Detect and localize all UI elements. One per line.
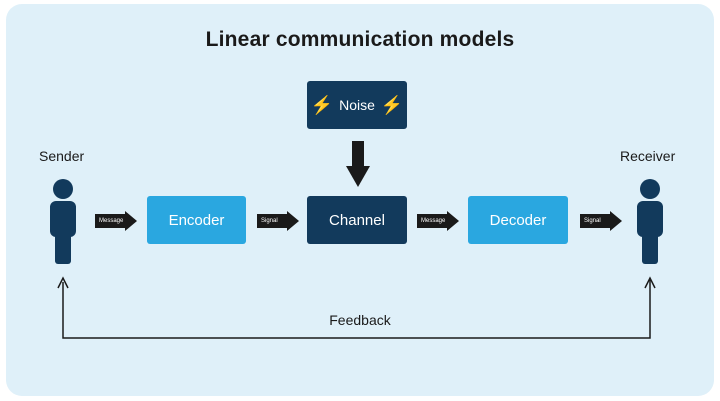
decoder-label: Decoder <box>489 211 547 229</box>
arrow-channel-to-decoder: Message <box>417 211 459 231</box>
noise-arrow <box>346 141 370 187</box>
encoder-label: Encoder <box>168 211 225 229</box>
arrow-encoder-to-channel: Signal <box>257 211 299 231</box>
feedback-arrow <box>57 276 656 339</box>
lightning-icon-right: ⚡ <box>380 94 404 115</box>
channel-label: Channel <box>329 211 385 229</box>
arrow-label-signal-2: Signal <box>580 214 610 228</box>
arrow-head <box>610 211 622 231</box>
arrow-head <box>447 211 459 231</box>
arrow-label-message-2: Message <box>417 214 447 228</box>
sender-person-icon <box>50 179 76 264</box>
arrow-head <box>287 211 299 231</box>
diagram-title: Linear communication models <box>205 28 515 51</box>
noise-box: ⚡ Noise ⚡ <box>307 81 407 129</box>
channel-box: Channel <box>307 196 407 244</box>
feedback-label: Feedback <box>329 312 391 328</box>
arrow-head <box>125 211 137 231</box>
decoder-box: Decoder <box>468 196 568 244</box>
receiver-person-icon <box>637 179 663 264</box>
noise-label: Noise <box>339 97 375 113</box>
arrow-sender-to-encoder: Message <box>95 211 137 231</box>
arrow-label-message-1: Message <box>95 214 125 228</box>
encoder-box: Encoder <box>147 196 246 244</box>
receiver-label: Receiver <box>620 148 676 164</box>
arrow-decoder-to-receiver: Signal <box>580 211 622 231</box>
lightning-icon-left: ⚡ <box>310 94 334 115</box>
arrow-label-signal-1: Signal <box>257 214 287 228</box>
sender-label: Sender <box>39 148 85 164</box>
